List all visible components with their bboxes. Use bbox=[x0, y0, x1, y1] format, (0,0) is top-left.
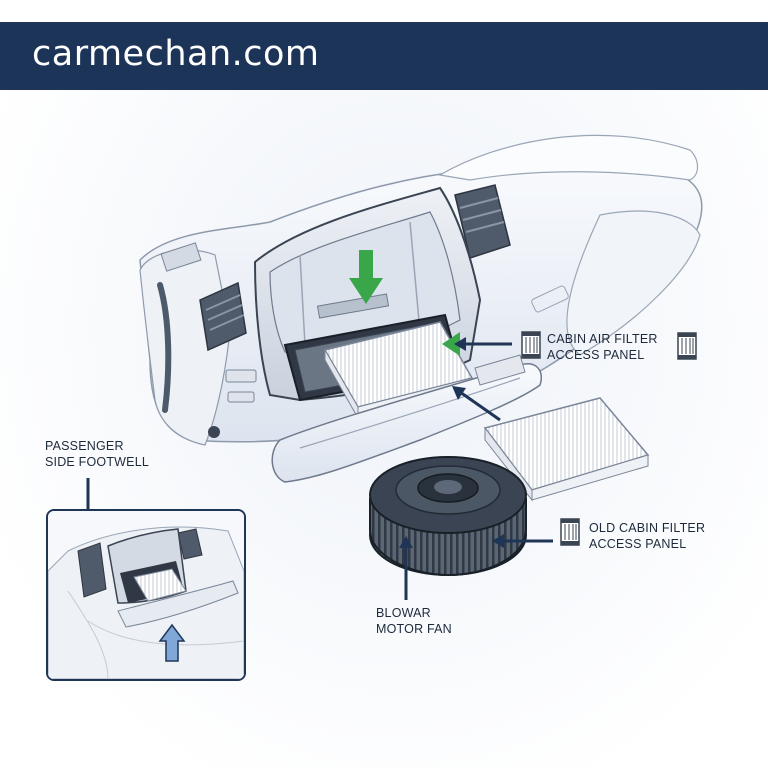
dashboard-vent-slot bbox=[531, 285, 569, 313]
blower-label: BLOWAR MOTOR FAN bbox=[376, 605, 452, 637]
footwell-label: PASSENGER SIDE FOOTWELL bbox=[45, 438, 149, 470]
cabin-filter-label-line2: ACCESS PANEL bbox=[547, 348, 645, 362]
left-air-vent bbox=[199, 281, 247, 352]
callout-old-cabin-filter bbox=[492, 534, 553, 548]
filter-cartridge-icon bbox=[521, 331, 541, 359]
filter-cartridge-icon bbox=[677, 332, 697, 360]
footwell-label-line1: PASSENGER bbox=[45, 439, 124, 453]
cabin-filter-label-line1: CABIN AIR FILTER bbox=[547, 332, 658, 346]
blower-motor-fan bbox=[369, 456, 527, 577]
site-brand[interactable]: carmechan.com bbox=[32, 34, 320, 74]
inset-diagram bbox=[48, 511, 244, 679]
blower-label-line2: MOTOR FAN bbox=[376, 622, 452, 636]
footwell-label-line2: SIDE FOOTWELL bbox=[45, 455, 150, 469]
dashboard-right-panel bbox=[566, 210, 701, 356]
green-left-arrow-icon bbox=[442, 332, 460, 356]
cabin-filter-label: CABIN AIR FILTER ACCESS PANEL bbox=[547, 331, 658, 363]
callout-cabin-filter bbox=[454, 337, 512, 351]
inset-footwell-view bbox=[46, 509, 246, 681]
old-filter-label-line2: ACCESS PANEL bbox=[589, 537, 687, 551]
site-header: carmechan.com bbox=[0, 22, 768, 90]
dash-button-left bbox=[225, 369, 257, 383]
dash-button-left-2 bbox=[227, 391, 255, 403]
old-filter-label: OLD CABIN FILTER ACCESS PANEL bbox=[589, 520, 705, 552]
dashboard-top bbox=[438, 134, 699, 181]
callout-blower bbox=[399, 536, 413, 600]
blower-label-line1: BLOWAR bbox=[376, 606, 431, 620]
green-down-arrow-icon bbox=[349, 250, 383, 304]
blue-up-arrow-icon bbox=[158, 623, 186, 662]
left-dash-grille bbox=[160, 242, 202, 272]
callout-old-filter-arrow bbox=[452, 386, 501, 422]
filter-cartridge-icon bbox=[560, 518, 580, 546]
old-filter-label-line1: OLD CABIN FILTER bbox=[589, 521, 706, 535]
center-air-vent bbox=[454, 184, 511, 259]
